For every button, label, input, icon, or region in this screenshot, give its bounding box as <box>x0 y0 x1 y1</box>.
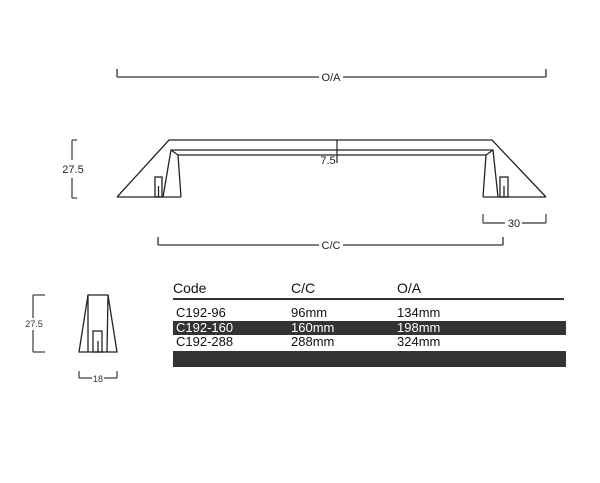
header-cc: C/C <box>291 280 316 296</box>
cell-cc: 288mm <box>291 334 335 349</box>
spec-table: Code C/C O/A C192-96 96mm 134mm C192-160… <box>173 280 566 367</box>
handle-side-view <box>78 294 118 353</box>
height-dimension-side <box>32 294 45 353</box>
cell-cc: 160mm <box>291 319 335 335</box>
foot-width-dimension <box>482 214 547 224</box>
header-code: Code <box>173 280 207 296</box>
cell-oa: 198mm <box>397 319 441 335</box>
spec-table-body: C192-96 96mm 134mm C192-160 160mm 198mm … <box>173 306 566 350</box>
cell-oa: 324mm <box>397 334 441 349</box>
handle-front-view <box>116 139 547 198</box>
table-footer-bar <box>173 351 566 367</box>
height-dimension-front <box>71 139 77 199</box>
header-oa: O/A <box>397 280 422 296</box>
spec-table-header: Code C/C O/A <box>173 280 566 298</box>
center-to-center-label: C/C <box>322 240 341 252</box>
overall-length-label: O/A <box>322 72 342 84</box>
thickness-label: 7.5 <box>320 155 335 167</box>
cell-code: C192-160 <box>176 319 234 335</box>
cell-cc: 96mm <box>291 305 328 320</box>
side-width-label: 18 <box>93 374 103 384</box>
cell-code: C192-96 <box>176 305 226 320</box>
height-label-side: 27.5 <box>25 319 43 329</box>
table-row: C192-160 160mm 198mm <box>173 319 566 335</box>
table-row: C192-288 288mm 324mm <box>173 335 566 350</box>
side-width-dimension <box>78 371 118 379</box>
cell-code: C192-288 <box>176 334 234 349</box>
table-row: C192-96 96mm 134mm <box>173 306 566 321</box>
height-label-front: 27.5 <box>62 164 83 176</box>
cell-oa: 134mm <box>397 305 441 320</box>
foot-width-label: 30 <box>508 218 520 230</box>
header-rule <box>173 298 564 300</box>
